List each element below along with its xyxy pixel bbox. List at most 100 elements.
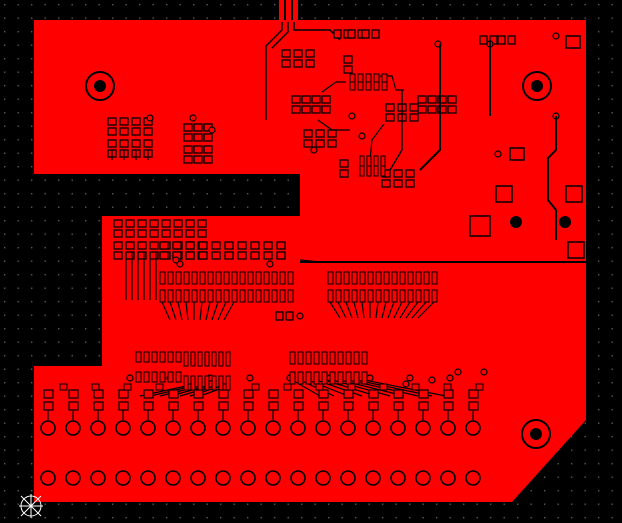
smd-pad <box>185 219 195 228</box>
track <box>389 90 403 171</box>
track <box>393 301 403 319</box>
ic-pin <box>211 375 217 391</box>
ic-pin <box>167 271 174 285</box>
header-smd-pad <box>43 389 54 399</box>
header-pin <box>140 420 156 436</box>
header-aux-pad <box>251 383 260 391</box>
smd-pad <box>203 133 213 142</box>
ic-pin <box>175 371 182 383</box>
header-smd-pad <box>468 401 479 411</box>
smd-pad <box>143 127 153 136</box>
smd-pad <box>197 229 207 238</box>
track <box>411 301 427 319</box>
smd-pad <box>119 117 129 126</box>
smd-pad <box>125 241 135 250</box>
ic-pin <box>239 271 246 285</box>
ic-pin <box>380 155 386 167</box>
header-pin <box>240 420 256 436</box>
smd-pad <box>311 95 321 104</box>
smd-pad <box>131 127 141 136</box>
smd-pad <box>183 123 193 132</box>
header-aux-pad <box>315 383 324 391</box>
header-pin <box>90 420 106 436</box>
header-smd-pad <box>218 401 229 411</box>
ic-pin <box>353 371 360 385</box>
smd-pad <box>293 59 303 68</box>
ic-pin <box>151 371 158 383</box>
track <box>329 301 341 319</box>
smd-pad <box>437 105 447 114</box>
smd-pad <box>237 241 247 250</box>
via <box>494 150 502 158</box>
ic-pin <box>335 271 342 285</box>
via <box>348 112 356 120</box>
ic-pin <box>199 271 206 285</box>
smd-pad <box>347 29 356 39</box>
header-aux-pad <box>283 383 292 391</box>
ic-pin <box>297 371 304 385</box>
ic-pin <box>271 289 278 303</box>
smd-pad <box>371 29 380 39</box>
header-smd-pad <box>318 389 329 399</box>
smd-pad <box>113 251 123 260</box>
smd-pad <box>291 95 301 104</box>
ic-pin <box>383 289 390 303</box>
header-smd-pad <box>268 401 279 411</box>
ic-pin <box>225 351 231 367</box>
via <box>366 374 374 382</box>
ic-pin <box>263 289 270 303</box>
crosshair-circle-icon <box>19 494 43 518</box>
via <box>126 374 134 382</box>
track <box>223 301 235 321</box>
ic-pin <box>223 289 230 303</box>
track <box>337 301 347 319</box>
smd-pad <box>185 251 195 260</box>
ic-pin <box>183 289 190 303</box>
smd-pad <box>333 29 342 39</box>
mounting-holes <box>85 71 552 449</box>
via <box>266 260 274 268</box>
smd-pad <box>315 129 325 138</box>
ic-pin <box>359 289 366 303</box>
header-smd-pad <box>68 401 79 411</box>
ic-pin <box>407 271 414 285</box>
smd-pad <box>107 117 117 126</box>
ic-pin <box>359 155 365 167</box>
smd-pads <box>107 29 516 321</box>
ic-pin <box>218 375 224 391</box>
ic-pin <box>207 289 214 303</box>
ic-pin <box>361 371 368 385</box>
via <box>446 374 454 382</box>
ic-pin <box>175 271 182 285</box>
smd-pad <box>119 139 129 148</box>
smd-pad <box>303 139 313 148</box>
smd-pad <box>417 95 427 104</box>
ic-pin <box>373 73 380 83</box>
ic-pin <box>175 351 182 363</box>
header-smd-pad <box>418 401 429 411</box>
mounting-hole-top-left <box>85 71 115 101</box>
ic-pin <box>183 351 189 367</box>
smd-pad <box>327 129 337 138</box>
smd-pad <box>250 241 260 250</box>
via <box>189 114 197 122</box>
track <box>381 301 387 319</box>
smd-pad <box>193 155 203 164</box>
smd-pad <box>159 241 169 250</box>
smd-pad <box>263 241 273 250</box>
smd-pad <box>497 35 506 45</box>
smd-pad <box>172 241 182 250</box>
smd-pad <box>125 251 135 260</box>
smd-pad <box>507 35 516 45</box>
ic-pin <box>167 289 174 303</box>
smd-pad <box>311 105 321 114</box>
ic-pin <box>345 371 352 385</box>
header-smd-pad <box>368 389 379 399</box>
ic-pin <box>231 289 238 303</box>
via <box>480 368 488 376</box>
smd-pad <box>417 105 427 114</box>
track <box>375 301 379 319</box>
header-pin <box>65 470 81 486</box>
track <box>317 119 350 131</box>
ic-pin <box>204 375 210 391</box>
